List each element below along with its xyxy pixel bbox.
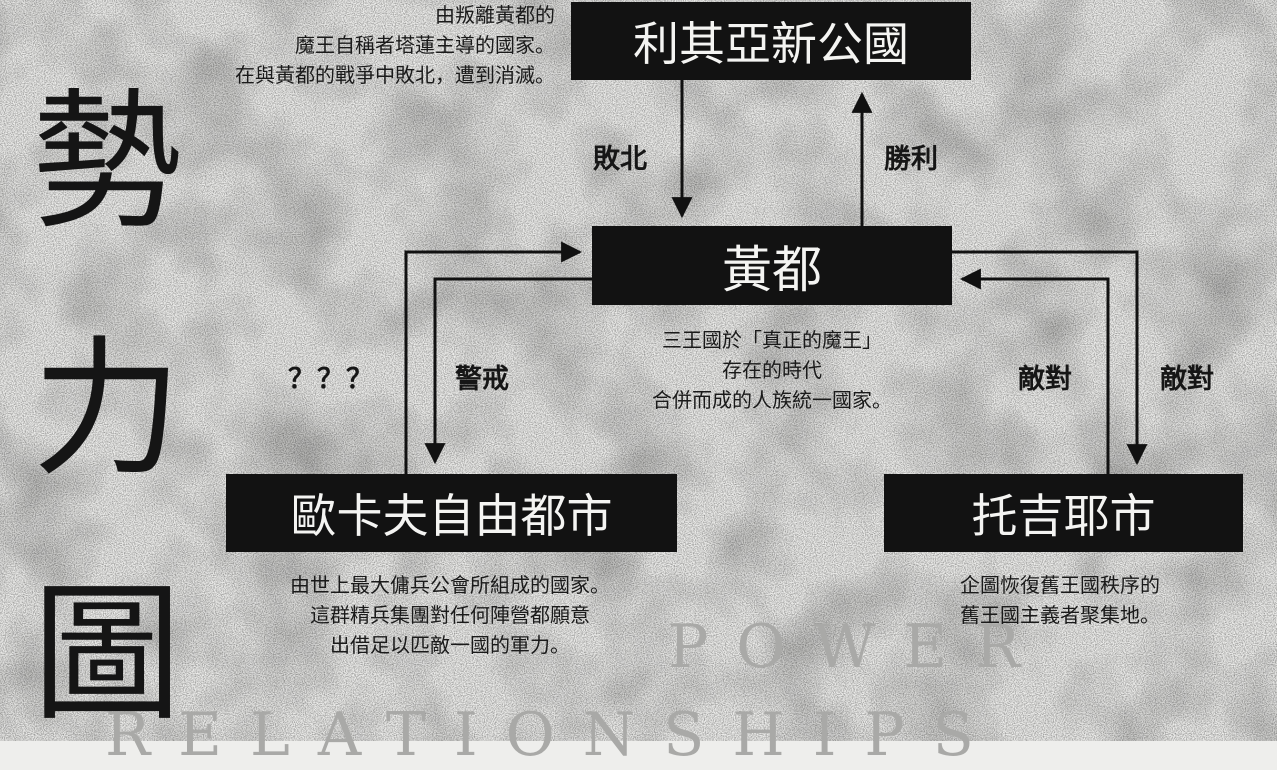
arrow-huangdu-to-toji (952, 250, 1148, 466)
description-line: 由世上最大傭兵公會所組成的國家。 (290, 573, 610, 597)
relation-arrows (404, 80, 1148, 474)
node-likia-box: 利其亞新公國 (571, 2, 971, 80)
description-line: 三王國於「真正的魔王」 (662, 328, 882, 352)
node-okaf-label: 歐卡夫自由都市 (290, 489, 613, 543)
description-line: 出借足以匹敵一國的軍力。 (330, 633, 570, 657)
description-line: 在與黃都的戰爭中敗北，遭到消滅。 (235, 63, 555, 87)
node-okaf-box: 歐卡夫自由都市 (226, 474, 677, 552)
node-huangdu-box: 黃都 (592, 226, 952, 305)
node-toji-box: 托吉耶市 (884, 474, 1243, 552)
description-line: 這群精兵集團對任何陣營都願意 (310, 603, 590, 627)
description-line: 魔王自稱者塔蓮主導的國家。 (295, 33, 555, 57)
relation-label-vigilance: 警戒 (455, 364, 509, 395)
node-okaf-description: 由世上最大傭兵公會所組成的國家。 這群精兵集團對任何陣營都願意 出借足以匹敵一國… (290, 570, 610, 660)
arrow-okaf-to-huangdu (404, 241, 583, 474)
description-line: 舊王國主義者聚集地。 (960, 603, 1160, 627)
page-title-char-1: 勢 (31, 76, 182, 250)
relation-label-defeat: 敗北 (593, 144, 647, 175)
arrow-toji-to-huangdu (959, 268, 1110, 474)
node-toji-description: 企圖恢復舊王國秩序的 舊王國主義者聚集地。 (960, 570, 1160, 630)
relation-label-hostile-huangdu: 敵對 (1160, 364, 1214, 395)
grunge-background (0, 0, 1277, 741)
node-huangdu-description: 三王國於「真正的魔王」 存在的時代 合併而成的人族統一國家。 (652, 325, 892, 415)
arrow-huangdu-to-okaf (424, 277, 592, 465)
watermark-power: POWER (668, 612, 1049, 682)
relation-label-hostile-toji: 敵對 (1018, 364, 1072, 395)
relation-label-victory: 勝利 (884, 144, 938, 175)
node-likia-label: 利其亞新公國 (633, 17, 909, 71)
description-line: 合併而成的人族統一國家。 (652, 388, 892, 412)
node-likia-description: 由叛離黃都的 魔王自稱者塔蓮主導的國家。 在與黃都的戰爭中敗北，遭到消滅。 (235, 0, 555, 90)
node-huangdu-label: 黃都 (722, 240, 822, 299)
description-line: 由叛離黃都的 (435, 3, 555, 27)
watermark-relationships: RELATIONSHIPS (105, 700, 1002, 770)
node-toji-label: 托吉耶市 (971, 489, 1156, 543)
description-line: 企圖恢復舊王國秩序的 (960, 573, 1160, 597)
description-line: 存在的時代 (722, 358, 822, 382)
page-title-char-3: 圖 (31, 568, 182, 742)
page-title-char-2: 力 (31, 323, 182, 497)
relation-label-unknown: ？？？ (288, 364, 375, 395)
